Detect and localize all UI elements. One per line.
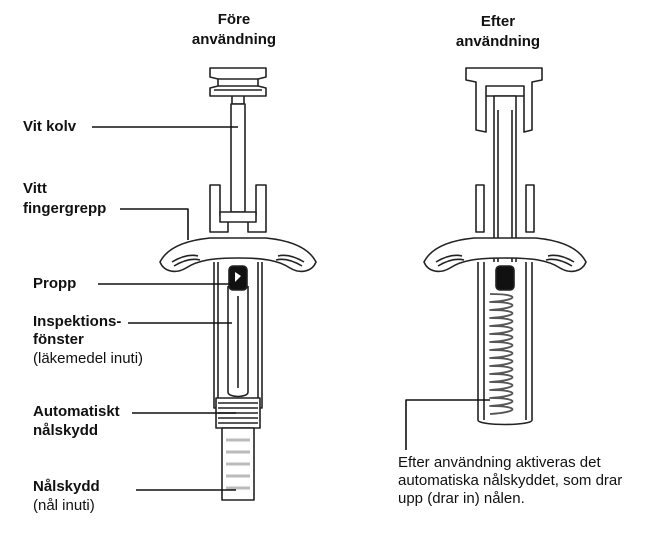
window-label-line2: fönster — [33, 331, 84, 348]
plunger-rod — [231, 96, 245, 105]
syringe-before — [159, 67, 317, 501]
guard-label-line1: Automatiskt — [33, 403, 120, 420]
plunger-shaft — [230, 103, 246, 213]
window-label-line3: (läkemedel inuti) — [33, 350, 144, 367]
plunger-label: Vit kolv — [23, 118, 77, 135]
finger-grip-after — [423, 237, 587, 273]
cap-label-line1: Nålskydd — [33, 478, 100, 495]
caption-line3: upp (drar in) nålen. — [398, 490, 525, 507]
stopper-label: Propp — [33, 275, 77, 292]
after-heading-line2: användning — [455, 33, 541, 50]
finger-grip-label-line1: Vitt — [23, 180, 47, 197]
stopper-after — [495, 265, 515, 291]
window-label-line1: Inspektions- — [33, 313, 122, 330]
caption-line1: Efter användning aktiveras det — [398, 454, 601, 471]
leader-lines — [92, 126, 238, 491]
caption-line2: automatiska nålskyddet, som drar — [398, 472, 623, 489]
finger-grip — [159, 237, 317, 273]
rear-clip-left-after — [475, 184, 485, 233]
plunger-head — [209, 67, 267, 97]
needle-cap — [221, 427, 255, 501]
inspection-window — [227, 286, 249, 398]
syringe-after — [423, 67, 587, 426]
cap-label-line2: (nål inuti) — [33, 497, 95, 514]
after-heading-line1: Efter — [480, 13, 516, 30]
before-heading-line1: Före — [217, 11, 251, 28]
guard-label-line2: nålskydd — [33, 422, 99, 439]
plunger-collar — [219, 211, 257, 223]
finger-grip-label-line2: fingergrepp — [23, 200, 107, 217]
leader-caption — [405, 399, 490, 450]
spring — [489, 293, 514, 415]
rear-clip-right — [247, 184, 267, 233]
before-heading-line2: användning — [191, 31, 277, 48]
rear-clip-left — [209, 184, 229, 233]
leader-finger-grip — [120, 208, 189, 240]
rear-clip-right-after — [525, 184, 535, 233]
